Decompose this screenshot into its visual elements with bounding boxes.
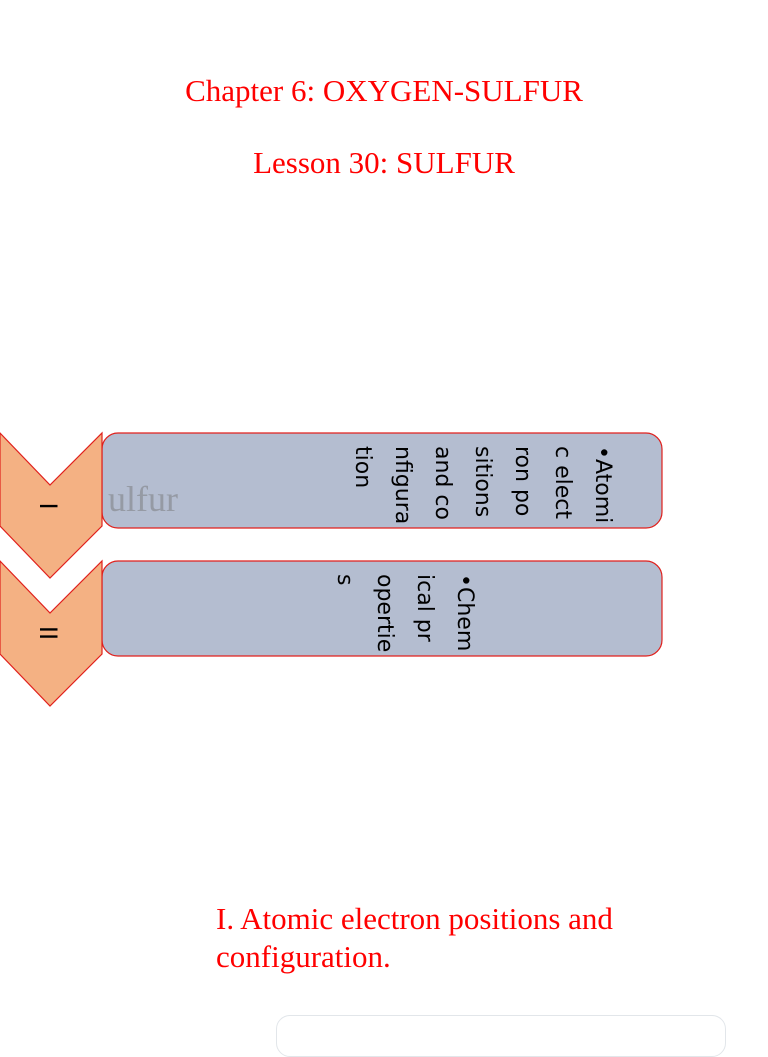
- chevron-label-1: I: [34, 502, 62, 510]
- chevron-label-2: II: [34, 625, 62, 641]
- lesson-title: Lesson 30: SULFUR: [253, 145, 515, 180]
- diagram-shapes: [0, 431, 663, 707]
- outline-item-2-label: Chemical properties: [332, 574, 477, 653]
- bottom-card: [276, 1015, 726, 1057]
- lesson-outline-diagram: ulfur I II •Atomic electron positions an…: [0, 430, 768, 720]
- outline-item-1-text: •Atomic electron positions and configura…: [122, 446, 622, 526]
- bullet-1: •: [590, 446, 615, 459]
- chevron-1: [0, 431, 103, 579]
- watermark-text: ulfur: [108, 479, 178, 519]
- outline-item-2-text: •Chemical properties: [244, 574, 484, 654]
- outline-item-1-label: Atomic electron positions and configurat…: [350, 446, 615, 525]
- chapter-title: Chapter 6: OXYGEN-SULFUR: [185, 73, 583, 108]
- bullet-2: •: [452, 574, 477, 587]
- chevron-2: [0, 559, 103, 707]
- section-heading: I. Atomic electron positions and configu…: [216, 901, 613, 974]
